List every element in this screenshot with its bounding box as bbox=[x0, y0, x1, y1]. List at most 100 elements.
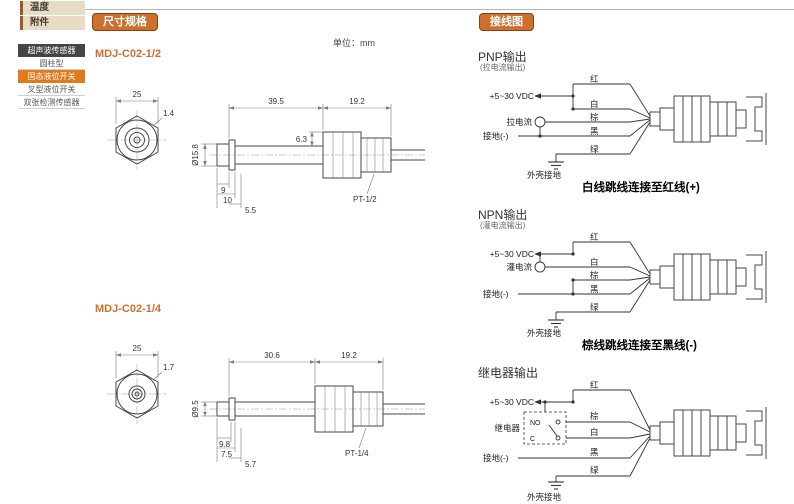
relay-wires bbox=[518, 389, 651, 482]
shell-ground-label: 外壳接地 bbox=[527, 492, 562, 502]
wire-label-black: 黑 bbox=[590, 284, 599, 294]
ground-label: 接地(-) bbox=[483, 289, 509, 299]
tab-label: 温度 bbox=[30, 2, 50, 13]
wire-label-white: 白 bbox=[590, 257, 599, 267]
sidebar-item-double-sheet-sensor[interactable]: 双张检测传感器 bbox=[18, 96, 85, 109]
step-dimension bbox=[309, 131, 323, 146]
relay-circuit: +5~30 VDC 红 棕 白 黑 绿 继电器 NO C 接地(-) 外壳接地 bbox=[483, 380, 767, 502]
length-dimensions bbox=[228, 358, 384, 396]
dim-diameter: Ø9.5 bbox=[191, 400, 200, 418]
ground-symbol bbox=[548, 481, 564, 490]
sidebar-item-solid-state-level-switch[interactable]: 固态液位开关 bbox=[18, 70, 85, 83]
relay-title: 继电器输出 bbox=[478, 366, 539, 380]
sidebar-item-label: 叉型液位开关 bbox=[27, 85, 76, 94]
sink-current-label: 灌电流 bbox=[506, 262, 532, 272]
relay-no-label: NO bbox=[530, 420, 541, 427]
tip-dimensions bbox=[216, 418, 242, 462]
dim-b: 7.5 bbox=[221, 450, 233, 459]
supply-label: +5~30 VDC bbox=[490, 397, 534, 407]
pnp-title: PNP输出 bbox=[478, 50, 527, 64]
hex-hatch bbox=[332, 132, 384, 178]
thread-label: PT-1/2 bbox=[353, 195, 377, 204]
wire-label-black: 黑 bbox=[590, 447, 599, 457]
hex-hatch bbox=[324, 386, 378, 432]
supply-arrow bbox=[534, 251, 541, 257]
supply-arrow bbox=[534, 93, 541, 99]
npn-note: 棕线跳线连接至黑线(-) bbox=[582, 340, 697, 352]
thread-label: PT-1/4 bbox=[345, 449, 369, 458]
model-title-mdj-c02-1-4: MDJ-C02-1/4 bbox=[95, 303, 162, 315]
dim-c: 5.5 bbox=[245, 206, 257, 215]
wire-label-red: 红 bbox=[590, 380, 599, 390]
npn-title: NPN输出 bbox=[478, 208, 528, 222]
dimension-drawing-mdj-c02-1-2: 25 1.4 bbox=[107, 90, 425, 215]
relay-contact-box bbox=[523, 411, 567, 445]
tip-dimensions bbox=[216, 168, 242, 208]
dim-width: 25 bbox=[133, 344, 142, 353]
dim-lip: 1.4 bbox=[163, 109, 175, 118]
dim-len1: 39.5 bbox=[268, 97, 284, 106]
wire-label-green: 绿 bbox=[590, 144, 599, 154]
sidebar-item-ultrasonic-sensor[interactable]: 超声波传感器 bbox=[18, 44, 85, 57]
shell-ground-label: 外壳接地 bbox=[527, 328, 562, 338]
unit-label: 单位：mm bbox=[333, 38, 375, 48]
wire-label-red: 红 bbox=[590, 232, 599, 242]
load-current-symbol bbox=[534, 116, 546, 128]
sidebar-item-fork-level-switch[interactable]: 叉型液位开关 bbox=[18, 83, 85, 96]
sidebar-item-label: 超声波传感器 bbox=[27, 46, 76, 55]
front-view: 25 1.7 bbox=[107, 344, 175, 424]
length-dimensions bbox=[228, 104, 392, 138]
pnp-subtitle: (拉电流输出) bbox=[480, 63, 526, 72]
dim-a: 9.8 bbox=[219, 440, 231, 449]
dim-a: 9 bbox=[221, 186, 226, 195]
dim-step: 6.3 bbox=[296, 135, 308, 144]
wiring-diagram-relay: 继电器输出 bbox=[478, 364, 790, 504]
front-view: 25 1.4 bbox=[107, 90, 175, 170]
sidebar-item-label: 固态液位开关 bbox=[27, 72, 76, 81]
sidebar-item-label: 双张检测传感器 bbox=[23, 98, 80, 107]
load-current-symbol bbox=[534, 261, 546, 273]
pnp-note: 白线跳线连接至红线(+) bbox=[582, 182, 700, 194]
wire-label-black: 黑 bbox=[590, 126, 599, 136]
sidebar-tab-accessories[interactable]: 附件 bbox=[20, 16, 85, 30]
supply-label: +5~30 VDC bbox=[490, 249, 534, 259]
dim-lip: 1.7 bbox=[163, 363, 175, 372]
wire-label-brown: 棕 bbox=[590, 270, 599, 280]
supply-arrow bbox=[534, 399, 541, 405]
sidebar-item-cylindrical[interactable]: 圆柱型 bbox=[18, 57, 85, 70]
wire-label-brown: 棕 bbox=[590, 411, 599, 421]
dim-len1: 30.6 bbox=[264, 351, 280, 360]
dim-len2: 19.2 bbox=[341, 351, 357, 360]
dim-diameter: Ø15.8 bbox=[191, 144, 200, 166]
source-current-label: 拉电流 bbox=[506, 117, 532, 127]
ground-label: 接地(-) bbox=[483, 131, 509, 141]
dim-c: 5.7 bbox=[245, 460, 257, 469]
section-badge-dimensions: 尺寸规格 bbox=[92, 13, 158, 31]
tab-label: 附件 bbox=[30, 17, 50, 28]
wire-label-white: 白 bbox=[590, 427, 599, 437]
model-title-mdj-c02-1-2: MDJ-C02-1/2 bbox=[95, 48, 162, 60]
sidebar-item-label: 圆柱型 bbox=[39, 59, 64, 68]
wiring-diagram-npn: NPN输出 (灌电流输出) bbox=[478, 206, 790, 358]
supply-label: +5~30 VDC bbox=[490, 91, 534, 101]
pnp-circuit: +5~30 VDC 红 白 棕 黑 绿 拉电流 接地(-) 外壳接地 bbox=[483, 74, 767, 180]
wire-label-green: 绿 bbox=[590, 465, 599, 475]
relay-c-label: C bbox=[530, 436, 535, 443]
dim-b: 10 bbox=[223, 196, 232, 205]
width-dimension bbox=[115, 97, 159, 124]
side-view: Ø15.8 39.5 19.2 6.3 bbox=[191, 97, 425, 215]
ground-label: 接地(-) bbox=[483, 453, 509, 463]
ground-symbol bbox=[548, 319, 564, 328]
shell-ground-label: 外壳接地 bbox=[527, 170, 562, 180]
dim-len2: 19.2 bbox=[349, 97, 365, 106]
npn-subtitle: (灌电流输出) bbox=[480, 221, 526, 230]
section-badge-wiring: 接线图 bbox=[479, 13, 534, 31]
wire-label-brown: 棕 bbox=[590, 112, 599, 122]
sidebar-tab-temperature[interactable]: 温度 bbox=[20, 1, 85, 15]
dimension-drawing-mdj-c02-1-4: 25 1.7 bbox=[107, 344, 425, 469]
ground-symbol bbox=[548, 161, 564, 170]
relay-label: 继电器 bbox=[494, 423, 520, 433]
side-view: Ø9.5 30.6 19.2 9.8 7. bbox=[191, 351, 425, 469]
npn-circuit: +5~30 VDC 红 白 棕 黑 绿 灌电流 接地(-) 外壳接地 bbox=[483, 232, 767, 338]
top-divider bbox=[85, 9, 794, 10]
